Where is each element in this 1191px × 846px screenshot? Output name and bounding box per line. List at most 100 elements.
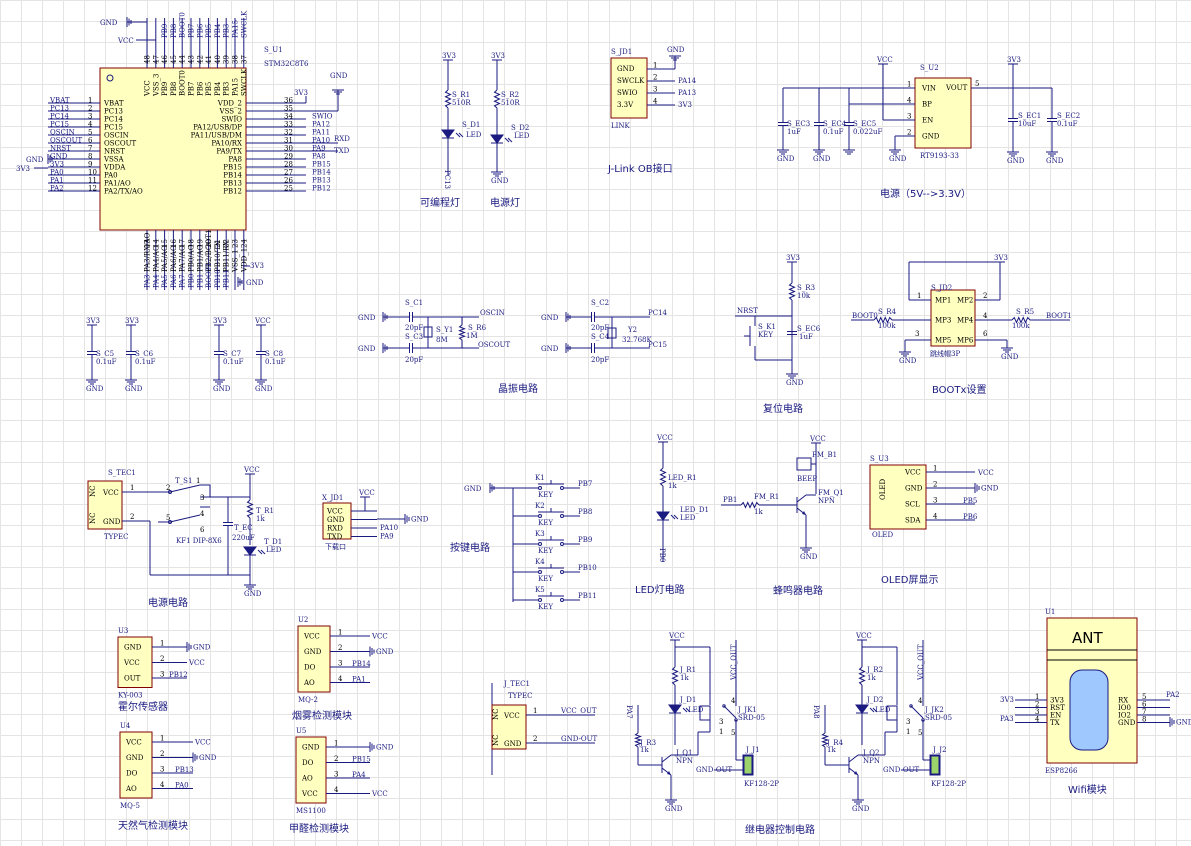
label: 20pF (591, 324, 609, 332)
label: IO0 (1118, 704, 1131, 712)
label: 3 (160, 766, 164, 774)
label: PA4 (152, 274, 160, 288)
label: S_JD2 (931, 284, 952, 292)
label: 3V3 (786, 254, 800, 262)
label: VCC (326, 508, 343, 516)
label: PB5 (205, 24, 213, 38)
label: GND (376, 648, 394, 656)
label: VSS_1 (232, 250, 240, 273)
label: MS1100 (296, 807, 326, 815)
label: DO (304, 664, 316, 672)
label: 晶振电路 (498, 382, 538, 395)
label: GND (504, 740, 522, 748)
label: GND (800, 553, 818, 561)
label: 1 (906, 728, 910, 736)
label: GND (327, 516, 345, 524)
label: PC15 (648, 341, 667, 349)
label: 3 (334, 771, 338, 779)
label: RXD (327, 525, 343, 533)
label: 33 (284, 121, 293, 129)
label: 34 (284, 113, 293, 121)
label: KEY (758, 331, 773, 339)
label: LED (266, 546, 282, 554)
label: PA1 (352, 676, 366, 684)
label: 40 (214, 55, 222, 64)
label: PC14 (50, 113, 70, 121)
label: GND (1118, 719, 1136, 727)
label: PA2 (1166, 691, 1180, 699)
label: VCC (254, 317, 271, 325)
label: S_R2 (501, 91, 519, 99)
label: PA9/TX (216, 148, 242, 156)
label: PA3/RX/AO (144, 232, 152, 272)
label: S_R4 (878, 308, 897, 316)
label: 8 (88, 153, 92, 161)
label: SWIO (617, 89, 638, 97)
label: GND (302, 744, 320, 752)
label: BOOT0 (179, 70, 187, 96)
label: J_J2 (932, 746, 947, 754)
label: PA11 (312, 129, 330, 137)
label: PA3 (1000, 715, 1014, 723)
label: GND (813, 155, 831, 163)
label: PA7/AO (179, 245, 187, 272)
relay-title: 继电器控制电路 (745, 823, 815, 836)
label: PB8 (170, 82, 178, 96)
label: S_C4 (591, 333, 610, 341)
label: PB2/BOOT1 (205, 229, 213, 272)
label: 20pF (405, 356, 423, 364)
label: S_EC4 (823, 120, 847, 128)
label: VCC (301, 790, 318, 798)
label: 0.1uF (1057, 120, 1078, 128)
label: S_C5 (96, 350, 114, 358)
label: 5 (1142, 693, 1146, 701)
label: GND (304, 648, 322, 656)
label: 1 (196, 477, 200, 485)
label: 1 (907, 81, 911, 89)
label: LED_D1 (680, 506, 709, 514)
label: 38 (232, 55, 240, 64)
label: PB1 (196, 274, 204, 288)
label: OSCIN (104, 132, 129, 140)
label: GND (103, 518, 121, 526)
label: MQ-2 (298, 696, 318, 704)
label: J_Q1 (675, 749, 693, 757)
label: 3 (88, 113, 92, 121)
label: GND (541, 314, 559, 322)
label: 10 (88, 169, 97, 177)
label: VBAT (103, 100, 124, 108)
label: 16 (170, 239, 178, 248)
label: PB9 (161, 24, 169, 38)
label: GND (330, 72, 348, 80)
label: 3 (160, 671, 164, 679)
label: MP4 (957, 317, 974, 325)
label: VCC (123, 659, 140, 667)
label: PB13 (223, 180, 242, 188)
label: 37 (240, 55, 248, 64)
label: 10k (797, 292, 811, 300)
label: PA8 (812, 705, 820, 719)
label: GND (255, 385, 273, 393)
label: 3V3 (678, 101, 692, 109)
label: PB4 (214, 81, 222, 96)
label: PB10 (214, 269, 222, 288)
label: GND-OUT (696, 766, 732, 774)
label: 11 (88, 177, 97, 185)
label: KEY (538, 603, 553, 611)
label: J_TEC1 (503, 680, 530, 688)
label: PB6 (963, 513, 978, 521)
label: TX (1050, 719, 1060, 727)
label: 继电器控制电路 (745, 823, 815, 836)
label: 电源灯 (490, 196, 520, 209)
label: NRST (50, 145, 71, 153)
label: 14 (152, 239, 160, 248)
label: MP2 (957, 297, 973, 305)
label: 1 (719, 728, 723, 736)
label: GND (852, 805, 870, 813)
label: 12 (88, 185, 97, 193)
label: 1uF (799, 333, 813, 341)
label: PB7 (578, 480, 592, 488)
label: PA12/USB/DP (193, 124, 242, 132)
